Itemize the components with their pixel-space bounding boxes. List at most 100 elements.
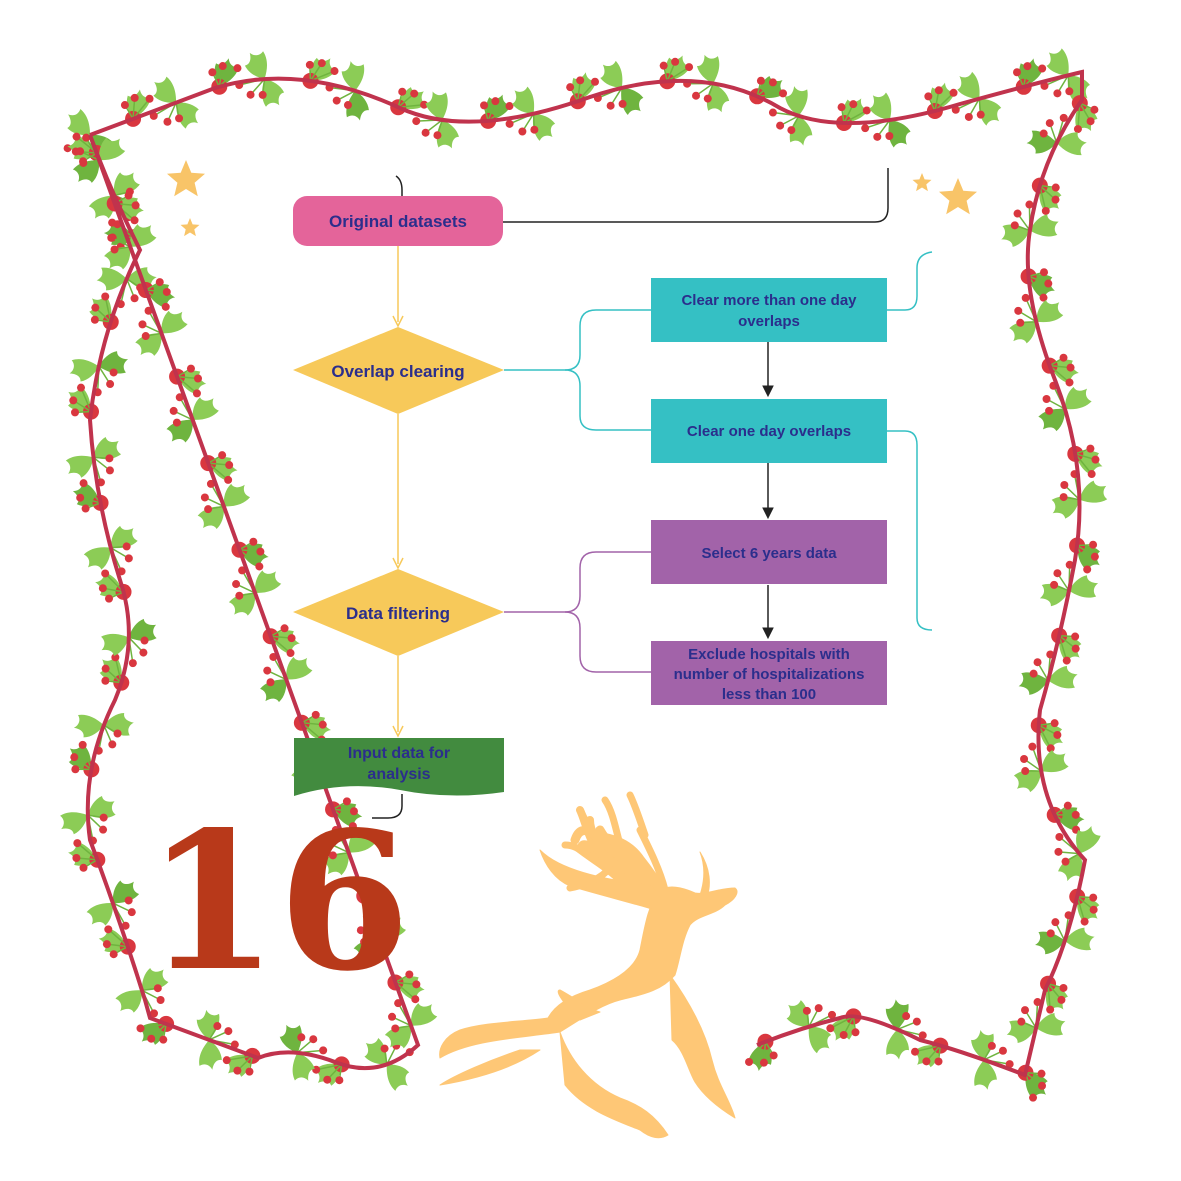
berry-icon [922,1057,931,1066]
berry-icon [131,201,140,210]
holly-leaf-icon [1029,214,1059,237]
select-years-node[interactable]: Select 6 years data [651,520,887,584]
holly-leaf-icon [436,119,459,149]
berry-icon [79,863,88,872]
holly-leaf-icon [310,57,337,81]
holly-leaf-icon [1064,386,1092,410]
exclude-hospitals-node[interactable]: Exclude hospitals with number of hospita… [651,641,887,705]
berry-icon [756,76,765,85]
berry-icon [420,100,429,109]
berry-icon [964,112,973,121]
holly-leaf-icon [199,1039,222,1070]
input-data-label-line-1: Input data for [348,745,450,762]
berry-icon [1061,857,1070,866]
holly-leaf-icon [1077,545,1101,572]
holly-leaf-icon [425,91,448,120]
input-data-node[interactable]: Input data for analysis [294,738,504,796]
berry-stem [82,482,102,504]
berry-icon [230,1040,239,1049]
berry-icon [124,554,133,563]
holly-leaf-icon [197,506,225,530]
berry-icon [1039,293,1048,302]
berry-icon [139,648,148,657]
berry-icon [218,451,227,460]
holly-leaf-icon [1046,48,1069,76]
holly-leaf-icon [166,419,193,443]
berry-stem [218,67,239,88]
berry-icon [111,653,120,662]
clear-multi-day-overlaps-node[interactable]: Clear more than one day overlaps [651,278,887,342]
original-datasets-node[interactable]: Original datasets [293,196,503,246]
berry-icon [1010,221,1019,230]
berry-stem [1039,185,1047,212]
berry-icon [90,315,99,324]
berry-icon [1039,129,1048,138]
berry-icon [1045,406,1054,415]
berry-stem [145,289,167,308]
berry-icon [113,729,122,738]
berry-icon [193,374,202,383]
clear-multi-day-label-line-1: Clear more than one day [681,292,857,309]
berry-stem [363,895,385,914]
berry-icon [110,245,119,254]
berry-stem [76,842,98,861]
holly-leaf-icon [1018,672,1049,695]
holly-leaf-icon [260,679,287,703]
berry-icon [280,624,289,633]
berry-stem [316,1063,342,1071]
berry-icon [120,101,129,110]
berry-icon [802,1006,811,1015]
berry-icon [155,278,164,287]
holly-leaf-icon [86,903,113,926]
berry-icon [136,1024,145,1033]
berry-icon [776,121,785,130]
berry-icon [1071,632,1080,641]
holly-leaf-icon [1048,665,1078,689]
berry-icon [530,125,539,134]
berry-icon [1054,847,1063,856]
clear-one-day-overlaps-node[interactable]: Clear one day overlaps [651,399,887,463]
berry-icon [405,970,414,979]
holly-leaf-icon [1038,724,1063,750]
berry-icon [317,59,326,68]
berry-icon [1033,658,1042,667]
berry-icon [911,1047,920,1056]
overlap-clearing-node[interactable]: Overlap clearing [293,327,504,414]
berry-icon [902,1012,911,1021]
berry-icon [769,1051,778,1060]
berry-icon [934,86,943,95]
berry-icon [1029,1093,1038,1102]
reindeer-icon [439,791,738,1139]
berry-stem [270,635,292,654]
berry-icon [108,740,117,749]
holly-leaf-icon [262,79,285,107]
holly-leaf-icon [1036,299,1064,323]
berry-icon [204,505,213,514]
berry-icon [319,1046,328,1055]
berry-icon [106,380,115,389]
data-filtering-node[interactable]: Data filtering [293,569,504,656]
berry-icon [851,1028,860,1037]
holly-leaf-icon [957,71,980,99]
holly-leaf-icon [286,656,313,680]
exclude-hospitals-label-line-1: Exclude hospitals with [688,646,850,663]
berry-icon [1046,1005,1055,1014]
berry-stem [1076,545,1088,570]
holly-leaf-icon [73,714,104,738]
berry-icon [348,822,357,831]
berry-icon [349,807,358,816]
berry-stem [934,92,955,112]
berry-icon [849,100,858,109]
berry-stem [1024,1072,1034,1098]
berry-icon [1029,669,1038,678]
berry-icon [391,1024,400,1033]
berry-icon [342,797,351,806]
holly-leaf-icon [68,385,91,412]
berry-icon [1020,754,1029,763]
berry-icon [246,90,255,99]
berry-icon [76,147,85,156]
berry-icon [140,636,149,645]
berry-icon [1038,1081,1047,1090]
